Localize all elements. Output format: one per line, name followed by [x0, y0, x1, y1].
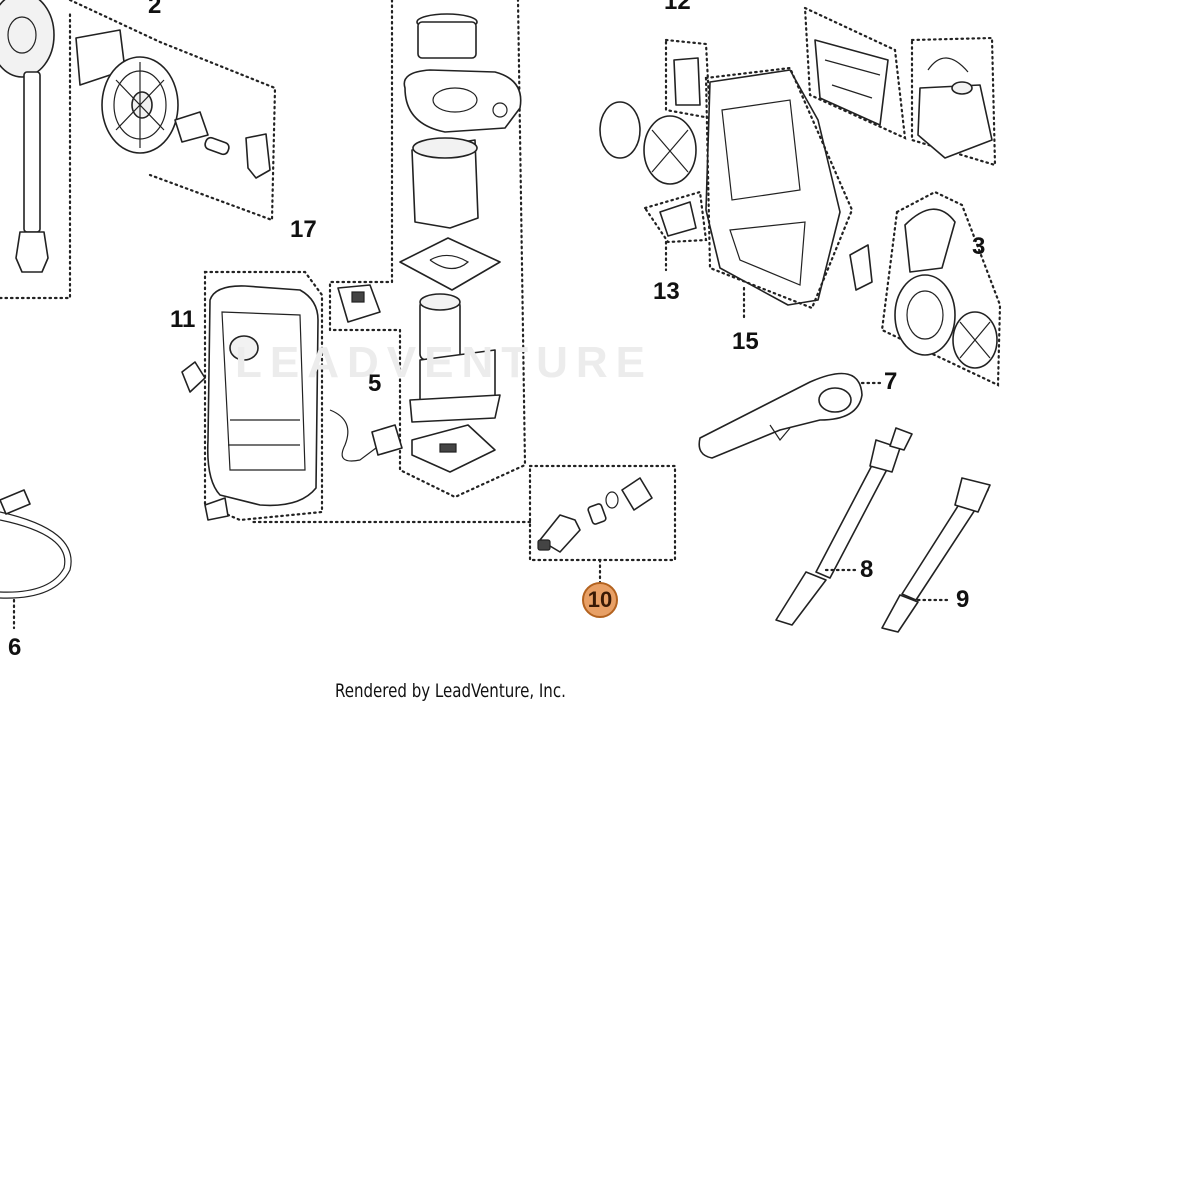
callout-10-selected[interactable]: 10 [582, 582, 618, 618]
wheel-assembly[interactable] [880, 190, 1002, 387]
callout-13[interactable]: 13 [653, 278, 680, 305]
callout-17[interactable]: 17 [290, 216, 317, 243]
watermark-text: LEADVENTURE [235, 338, 654, 387]
callout-2[interactable]: 2 [148, 0, 162, 19]
inlet-coupler-assembly[interactable] [248, 464, 677, 587]
callout-12[interactable]: 12 [664, 0, 691, 15]
callout-8[interactable]: 8 [860, 556, 874, 583]
frame-assembly[interactable] [599, 38, 873, 320]
callout-6[interactable]: 6 [8, 634, 22, 661]
callout-11[interactable]: 11 [170, 306, 196, 333]
spray-gun[interactable] [698, 372, 882, 459]
callout-9[interactable]: 9 [956, 586, 970, 613]
tray-and-tank[interactable] [803, 6, 997, 167]
callout-7[interactable]: 7 [884, 368, 898, 395]
hose-reel-assembly[interactable] [0, 0, 277, 300]
callout-5[interactable]: 5 [368, 370, 382, 397]
high-pressure-hose[interactable] [0, 489, 72, 630]
pump-motor-assembly[interactable] [328, 0, 527, 499]
callout-15[interactable]: 15 [732, 328, 759, 355]
front-housing-assembly[interactable] [181, 270, 403, 522]
render-credit: Rendered by LeadVenture, Inc. [335, 680, 566, 702]
callout-3[interactable]: 3 [972, 233, 986, 260]
turbo-lance[interactable] [881, 477, 991, 633]
spray-lance[interactable] [775, 427, 913, 626]
